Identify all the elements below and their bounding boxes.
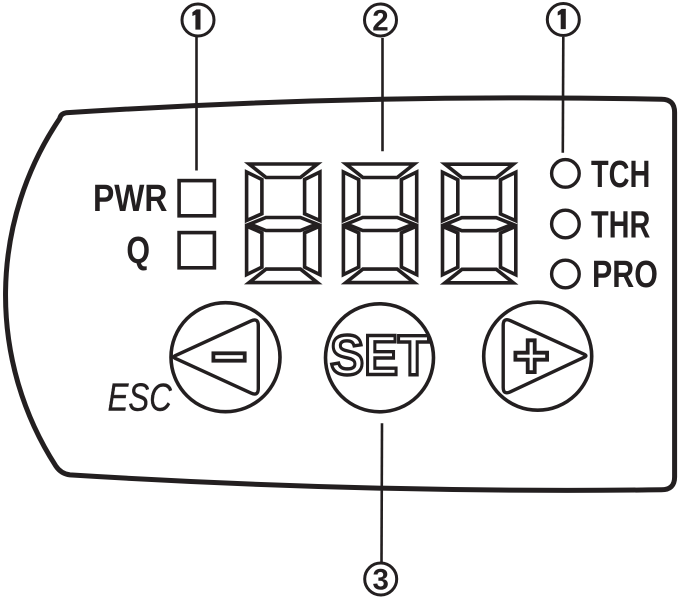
svg-text:PWR: PWR [93, 177, 167, 219]
svg-text:PRO: PRO [592, 254, 658, 296]
svg-text:3: 3 [372, 564, 388, 597]
svg-text:SET: SET [330, 324, 429, 387]
svg-text:ESC: ESC [108, 376, 173, 419]
svg-text:THR: THR [591, 204, 650, 247]
svg-text:2: 2 [372, 5, 388, 38]
svg-text:TCH: TCH [591, 153, 650, 196]
svg-text:Q: Q [126, 230, 150, 272]
